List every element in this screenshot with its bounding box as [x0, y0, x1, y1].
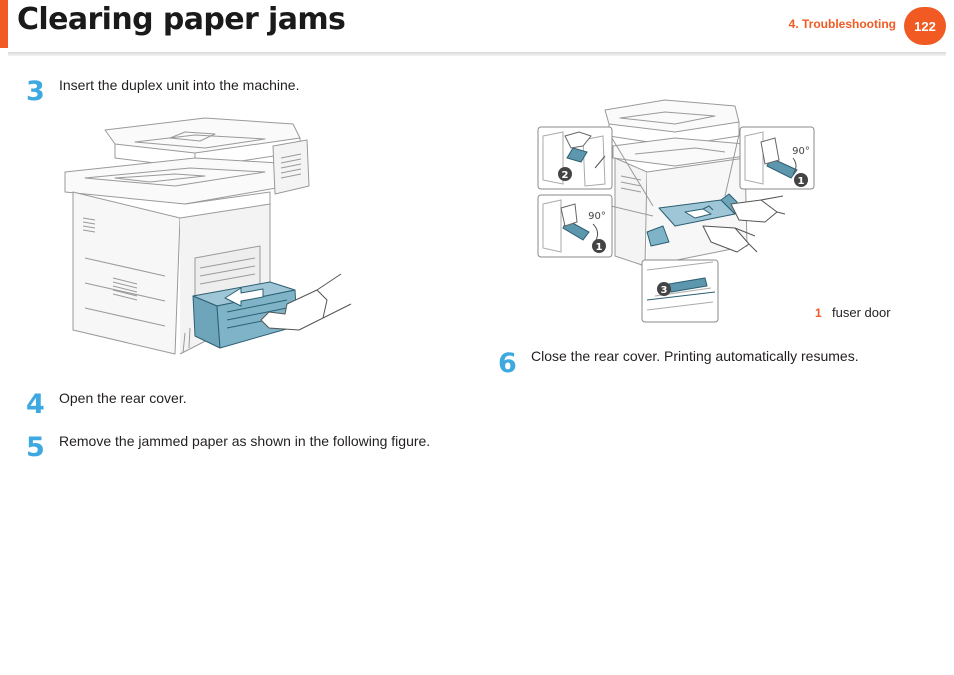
step-number: 5 [26, 432, 45, 463]
step-text: Remove the jammed paper as shown in the … [59, 433, 431, 449]
header-accent-bar [0, 0, 8, 48]
step-text: Close the rear cover. Printing automatic… [531, 348, 859, 364]
step-number: 3 [26, 76, 45, 107]
fuser-removal-figure: 2 90° 1 90° 1 3 [537, 99, 815, 323]
callout-number: 1 [815, 306, 822, 320]
angle-label: 90° [588, 211, 606, 222]
page-title: Clearing paper jams [17, 2, 346, 37]
step-number: 6 [498, 348, 517, 379]
step-number: 4 [26, 389, 45, 420]
step-badge-3: 3 [661, 285, 668, 296]
step-badge-2: 2 [562, 170, 569, 181]
angle-label: 90° [792, 146, 810, 157]
step-badge-1: 1 [596, 242, 603, 253]
step-text: Open the rear cover. [59, 390, 187, 406]
step-text: Insert the duplex unit into the machine. [59, 77, 300, 93]
chapter-link[interactable]: 4. Troubleshooting [788, 17, 896, 31]
callout-label: fuser door [832, 305, 891, 320]
page-number-badge: 122 [904, 7, 946, 45]
duplex-insert-figure [64, 117, 352, 355]
header-divider [8, 52, 946, 56]
step-badge-1: 1 [798, 176, 805, 187]
